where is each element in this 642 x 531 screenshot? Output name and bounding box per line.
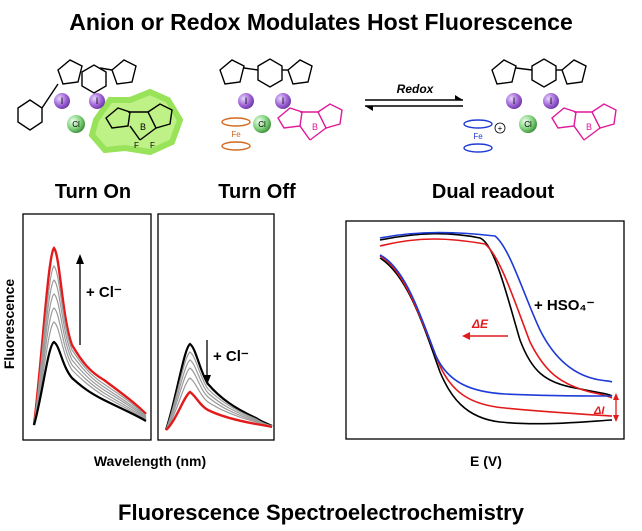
iodine-atom-1 — [54, 93, 70, 109]
iodine-atom-2 — [89, 93, 105, 109]
iodine-label-3: I — [245, 96, 248, 106]
fluorine-label-2: F — [150, 141, 155, 150]
iodine-label-1: I — [61, 96, 64, 106]
iodine-label-5: I — [513, 96, 516, 106]
cv-curves — [379, 231, 619, 425]
delta-i-label: ΔI — [593, 405, 605, 417]
turn-on-annotation: + Cl⁻ — [86, 284, 122, 301]
iodine-label-4: I — [282, 96, 285, 106]
chloride-ion-3 — [519, 115, 537, 133]
panel-title-turn-off: Turn Off — [218, 181, 296, 203]
fluorine-label-1: F — [134, 141, 139, 150]
chloride-label-2: Cl — [258, 120, 266, 129]
structure-middle — [219, 58, 343, 151]
panel-cv-frame — [345, 220, 625, 440]
chloride-ion-2 — [253, 115, 271, 133]
iodine-atom-6 — [543, 93, 559, 109]
panel-turn-on-frame — [22, 213, 152, 441]
plus-charge-label: + — [498, 124, 503, 133]
panel-title-dual-readout: Dual readout — [432, 181, 555, 203]
iron-label-1: Fe — [231, 130, 241, 139]
figure-footer-title: Fluorescence Spectroelectrochemistry — [118, 500, 525, 525]
redox-forward-head — [455, 95, 463, 100]
cv-annotation: + HSO₄⁻ — [534, 297, 595, 314]
turn-off-annotation: + Cl⁻ — [213, 348, 249, 365]
structure-middle-labels: I I Cl Fe B — [231, 93, 318, 139]
iodine-label-2: I — [96, 96, 99, 106]
iron-label-2: Fe — [473, 132, 483, 141]
structure-left — [17, 59, 184, 156]
boron-label: B — [140, 122, 146, 132]
delta-e-label: ΔE — [471, 317, 489, 331]
panel-turn-off-frame — [157, 213, 275, 441]
panel-title-turn-on: Turn On — [55, 181, 131, 203]
turn-on-spectra — [32, 246, 147, 426]
cv-x-axis-label: E (V) — [470, 453, 502, 469]
boron-label-2: B — [312, 122, 318, 132]
structure-right — [463, 58, 617, 153]
iodine-atom-3 — [238, 93, 254, 109]
boron-label-3: B — [586, 122, 592, 132]
chloride-label: Cl — [72, 120, 80, 129]
structure-left-labels: I I Cl B F F — [54, 93, 155, 150]
spectra-x-axis-label: Wavelength (nm) — [94, 453, 206, 469]
chloride-ion — [67, 115, 85, 133]
structure-right-labels: I I Cl Fe + B — [473, 93, 592, 141]
figure-title: Anion or Redox Modulates Host Fluorescen… — [69, 9, 573, 35]
redox-back-head — [365, 106, 373, 111]
iodine-label-6: I — [550, 96, 553, 106]
chloride-label-3: Cl — [524, 120, 532, 129]
iodine-atom-4 — [275, 93, 291, 109]
turn-off-spectra — [164, 340, 273, 431]
ferrocenium-charge — [494, 122, 506, 134]
spectra-y-axis-label: Fluorescence — [1, 279, 17, 369]
redox-arrows: Redox — [365, 82, 463, 111]
redox-label: Redox — [397, 82, 435, 96]
iodine-atom-5 — [506, 93, 522, 109]
